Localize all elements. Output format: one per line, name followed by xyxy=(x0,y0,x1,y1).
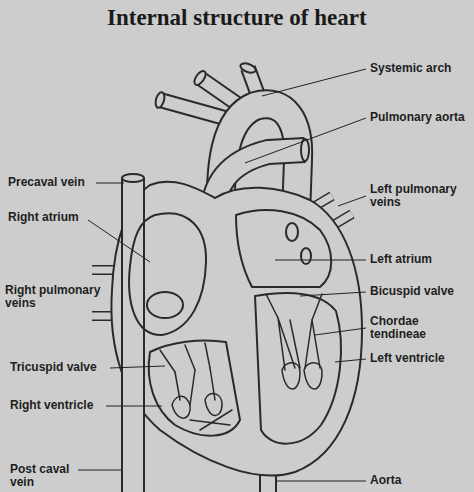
great-vessels xyxy=(160,100,232,120)
part-label: Pulmonary aorta xyxy=(370,111,470,124)
valves-and-chordae xyxy=(190,410,232,430)
heart-chambers xyxy=(236,210,331,287)
vena-cava xyxy=(123,178,143,492)
leader-lines xyxy=(338,196,366,206)
leader-lines xyxy=(78,69,366,481)
leader-lines xyxy=(300,292,366,296)
part-label: Aorta xyxy=(370,474,470,487)
heart-chambers xyxy=(149,340,240,435)
leader-lines xyxy=(96,183,124,184)
leader-lines xyxy=(106,406,162,407)
heart-chambers xyxy=(147,292,183,318)
part-label: Left pulmonary veins xyxy=(370,183,470,209)
part-label: Systemic arch xyxy=(370,62,470,75)
heart-chambers xyxy=(255,293,341,443)
heart-body xyxy=(111,182,362,476)
leader-lines xyxy=(315,328,366,335)
heart-body xyxy=(111,182,362,476)
valves-and-chordae xyxy=(304,363,322,389)
valves-and-chordae xyxy=(160,294,322,430)
part-label: Bicuspid valve xyxy=(370,285,470,298)
great-vessels xyxy=(154,91,166,109)
part-label: Right atrium xyxy=(8,211,79,224)
heart-chambers xyxy=(129,213,206,335)
valves-and-chordae xyxy=(266,294,322,320)
part-label: Chordae tendineae xyxy=(370,315,470,341)
part-label: Precaval vein xyxy=(8,176,85,189)
leader-lines xyxy=(335,359,366,362)
part-label: Left ventricle xyxy=(370,352,470,365)
valves-and-chordae xyxy=(282,363,300,389)
great-vessels xyxy=(301,139,309,161)
part-label: Right pulmonary veins xyxy=(5,284,105,310)
heart-chambers xyxy=(286,223,298,241)
heart-chambers xyxy=(129,210,341,444)
leader-lines xyxy=(262,69,366,96)
part-label: Right ventricle xyxy=(10,399,93,412)
part-label: Tricuspid valve xyxy=(10,361,97,374)
valves-and-chordae xyxy=(175,368,215,405)
great-vessels xyxy=(192,69,208,87)
vena-cava xyxy=(122,174,144,492)
great-vessels xyxy=(239,62,257,75)
vena-cava xyxy=(122,174,144,182)
leader-lines xyxy=(78,470,122,471)
leader-lines xyxy=(275,260,366,261)
leader-lines xyxy=(110,366,165,368)
part-label: Post caval vein xyxy=(10,463,80,489)
leader-lines xyxy=(245,118,366,163)
part-label: Left atrium xyxy=(370,253,470,266)
valves-and-chordae xyxy=(160,343,210,372)
leader-lines xyxy=(88,220,150,262)
leader-lines xyxy=(277,481,366,482)
valves-and-chordae xyxy=(205,394,222,416)
diagram-title: Internal structure of heart xyxy=(107,4,367,32)
heart-chambers xyxy=(301,248,311,264)
great-vessels xyxy=(160,100,232,120)
valves-and-chordae xyxy=(172,396,190,418)
